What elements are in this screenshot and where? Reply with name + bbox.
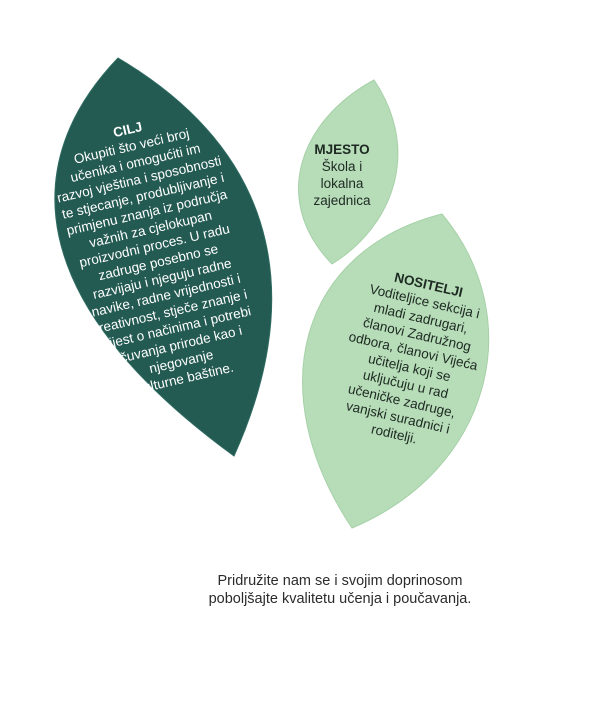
- footer-line: poboljšajte kvalitetu učenja i poučavanj…: [208, 591, 472, 607]
- mjesto-heading: MJESTO: [314, 142, 370, 157]
- cilj-leaf-shape: [54, 57, 273, 457]
- mjesto-line: zajednica: [313, 193, 371, 208]
- mjesto-leaf-shape: [298, 79, 399, 265]
- mjesto-block: MJESTO Škola i lokalna zajednica: [292, 141, 392, 209]
- mjesto-line: lokalna: [320, 176, 364, 191]
- footer-invitation: Pridružite nam se i svojim doprinosom po…: [150, 572, 530, 608]
- nositelji-leaf-shape: [302, 213, 490, 529]
- mjesto-line: Škola i: [321, 159, 363, 174]
- footer-line: Pridružite nam se i svojim doprinosom: [217, 573, 463, 589]
